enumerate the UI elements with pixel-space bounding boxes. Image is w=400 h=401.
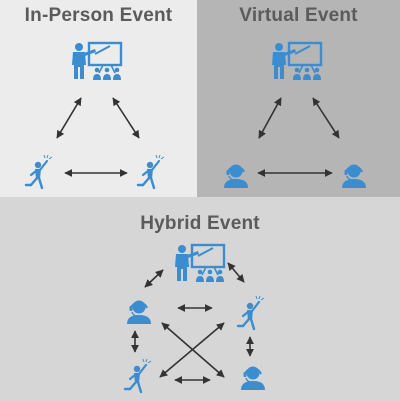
hybrid-title: Hybrid Event — [140, 213, 260, 234]
virtual-panel: Virtual Event — [197, 0, 400, 197]
connection-arrow — [159, 322, 225, 378]
presenter-icon — [173, 243, 226, 284]
cheering-person-icon — [123, 357, 153, 394]
connection-arrow — [56, 97, 82, 139]
in-person-title: In-Person Event — [24, 5, 173, 26]
headset-person-icon — [341, 163, 367, 189]
connection-arrow — [144, 269, 164, 288]
presenter-icon — [70, 41, 123, 82]
connection-arrow — [312, 97, 340, 139]
cheering-person-icon — [136, 153, 166, 190]
connection-arrow — [112, 97, 140, 139]
headset-person-icon — [240, 365, 266, 391]
connection-arrow — [258, 97, 282, 139]
connection-arrow — [227, 262, 245, 283]
headset-person-icon — [126, 299, 152, 325]
virtual-title: Virtual Event — [239, 5, 358, 26]
cheering-person-icon — [24, 153, 54, 190]
headset-person-icon — [223, 163, 249, 189]
presenter-icon — [270, 41, 323, 82]
in-person-panel: In-Person Event — [0, 0, 197, 197]
cheering-person-icon — [236, 294, 266, 331]
